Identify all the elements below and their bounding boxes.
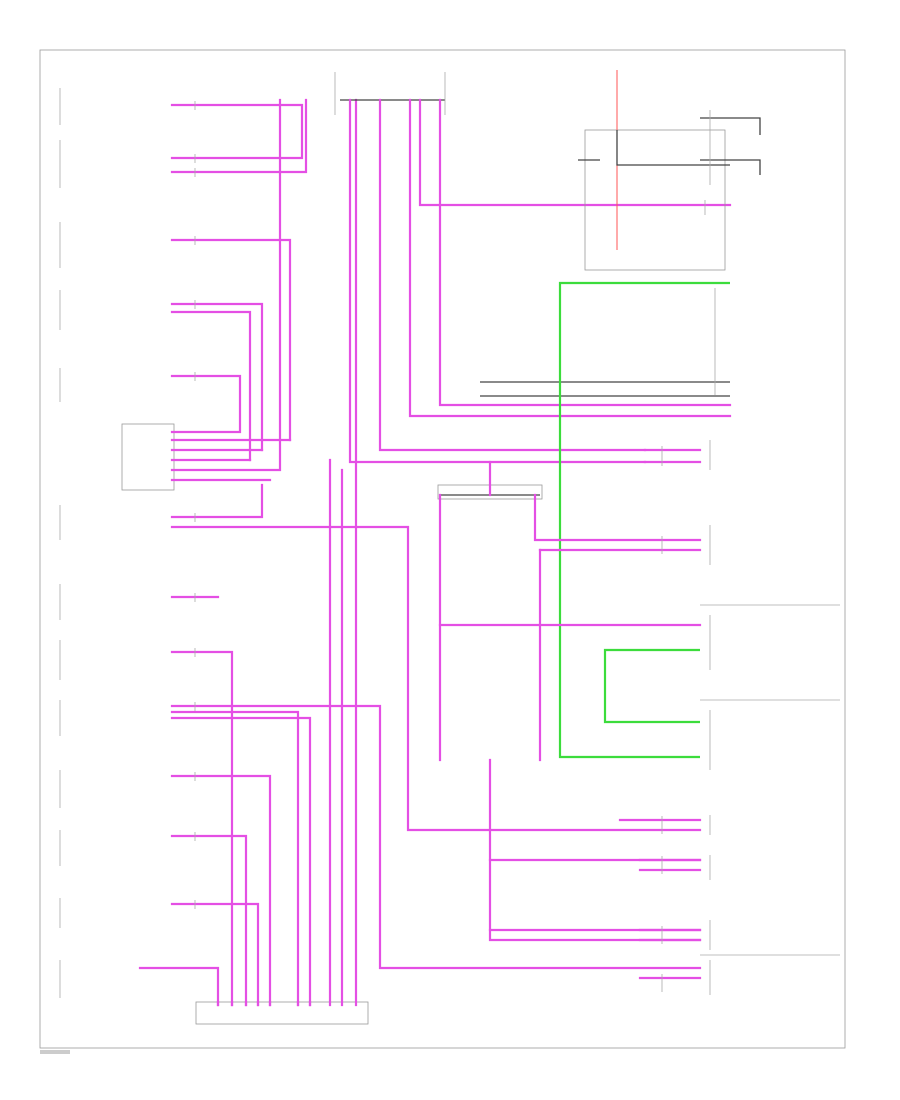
corner-mark xyxy=(40,1050,70,1054)
left-serial-data-wires xyxy=(138,98,702,1007)
diagram-border xyxy=(39,49,846,1049)
lan-wire xyxy=(558,281,730,759)
top-splice-connector xyxy=(334,72,732,464)
right-serial-data-wires xyxy=(618,448,702,980)
terminal-marks xyxy=(194,101,663,992)
bottom-splice-connector xyxy=(195,98,369,1025)
right-module-boxes xyxy=(700,110,840,995)
power-relay-area xyxy=(480,70,761,397)
left-module-boxes xyxy=(59,88,175,998)
central-splice-connector xyxy=(437,460,702,942)
